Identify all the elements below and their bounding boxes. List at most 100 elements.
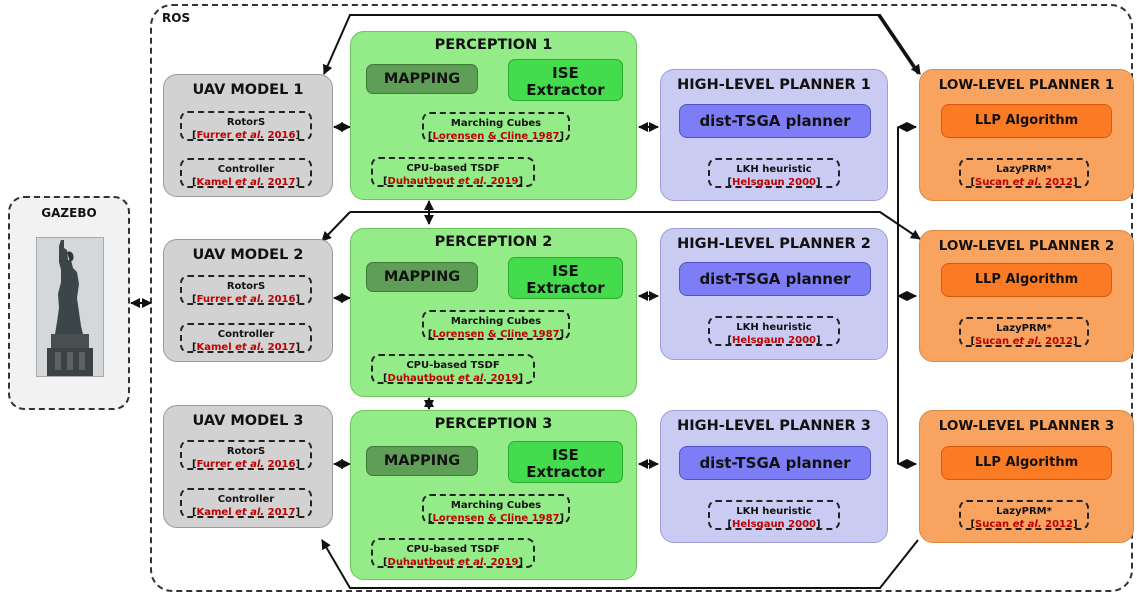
- controller-ref-year: 2017: [264, 177, 296, 188]
- lazyprm-ref-etal: et al.: [1012, 519, 1042, 530]
- tsdf-ref-etal: et al.: [458, 373, 488, 384]
- feedback-arrow-3-to-uav: [321, 539, 919, 589]
- tsdf-ref-year: 2019: [487, 557, 519, 568]
- rotors-label: RotorS: [226, 117, 266, 128]
- rotors-ref-author: Furrer: [196, 294, 236, 305]
- tsdf-ref-etal: et al.: [458, 557, 488, 568]
- marching-cubes-box: Marching Cubes [Lorensen & Cline 1987]: [422, 310, 570, 340]
- lkh-ref: Helsgaun 2000: [732, 335, 816, 346]
- ros-label: ROS: [162, 11, 191, 25]
- dist-tsga-planner-box: dist-TSGA planner: [679, 104, 871, 138]
- controller-ref-year: 2017: [264, 507, 296, 518]
- controller-ref-etal: et al.: [235, 342, 265, 353]
- lazyprm-ref-year: 2012: [1041, 336, 1073, 347]
- uav-model-title: UAV MODEL 2: [192, 247, 304, 263]
- rotors-ref-etal: et al.: [235, 294, 265, 305]
- controller-ref-etal: et al.: [235, 177, 265, 188]
- marching-cubes-label: Marching Cubes: [450, 500, 542, 511]
- lazyprm-ref-etal: et al.: [1012, 336, 1042, 347]
- controller-label: Controller: [217, 164, 275, 175]
- lazyprm-box: LazyPRM* [Sucan et al. 2012]: [959, 500, 1089, 530]
- controller-box: Controller [Kamel et al. 2017]: [180, 488, 312, 518]
- controller-box: Controller [Kamel et al. 2017]: [180, 323, 312, 353]
- rotors-ref-year: 2016: [264, 459, 296, 470]
- marching-cubes-ref: Lorensen & Cline 1987: [432, 329, 560, 340]
- tsdf-ref-author: Duhautbout: [387, 557, 459, 568]
- tsdf-ref-etal: et al.: [458, 176, 488, 187]
- rotors-ref-author: Furrer: [196, 459, 236, 470]
- tsdf-ref-year: 2019: [487, 176, 519, 187]
- hlp-title: HIGH-LEVEL PLANNER 3: [677, 418, 871, 434]
- lkh-heuristic-label: LKH heuristic: [736, 164, 812, 175]
- extractor-label: Extractor: [526, 463, 605, 481]
- controller-label: Controller: [217, 329, 275, 340]
- lazyprm-label: LazyPRM*: [996, 323, 1052, 334]
- feedback-arrow-2-to-uav: [321, 211, 351, 242]
- perception-2: PERCEPTION 2: [350, 228, 637, 397]
- uav-model-title: UAV MODEL 1: [192, 82, 304, 98]
- tsdf-ref-author: Duhautbout: [387, 176, 459, 187]
- llp-title: LOW-LEVEL PLANNER 3: [938, 418, 1115, 434]
- lkh-ref: Helsgaun 2000: [732, 177, 816, 188]
- ise-label: ISE: [552, 262, 579, 280]
- marching-cubes-box: Marching Cubes [Lorensen & Cline 1987]: [422, 112, 570, 142]
- lazyprm-box: LazyPRM* [Sucan et al. 2012]: [959, 317, 1089, 347]
- mapping-box: MAPPING: [366, 446, 478, 476]
- tsdf-box: CPU-based TSDF [Duhautbout et al. 2019]: [371, 538, 535, 568]
- lkh-heuristic-box: LKH heuristic [Helsgaun 2000]: [708, 316, 840, 346]
- lkh-heuristic-box: LKH heuristic [Helsgaun 2000]: [708, 500, 840, 530]
- lkh-heuristic-label: LKH heuristic: [736, 322, 812, 333]
- tsdf-box: CPU-based TSDF [Duhautbout et al. 2019]: [371, 157, 535, 187]
- marching-cubes-ref: Lorensen & Cline 1987: [432, 131, 560, 142]
- controller-ref-author: Kamel: [196, 177, 236, 188]
- extractor-label: Extractor: [526, 81, 605, 99]
- lkh-heuristic-box: LKH heuristic [Helsgaun 2000]: [708, 158, 840, 188]
- marching-cubes-ref: Lorensen & Cline 1987: [432, 513, 560, 524]
- ise-extractor-box: ISE Extractor: [508, 59, 623, 101]
- hlp-title: HIGH-LEVEL PLANNER 2: [677, 236, 871, 252]
- controller-ref-etal: et al.: [235, 507, 265, 518]
- lazyprm-ref-author: Sucan: [975, 177, 1013, 188]
- tsdf-label: CPU-based TSDF: [406, 544, 500, 555]
- rotors-label: RotorS: [226, 281, 266, 292]
- ise-extractor-box: ISE Extractor: [508, 257, 623, 299]
- lazyprm-label: LazyPRM*: [996, 506, 1052, 517]
- rotors-box: RotorS [Furrer et al. 2016]: [180, 111, 312, 141]
- dist-tsga-planner-box: dist-TSGA planner: [679, 446, 871, 480]
- lazyprm-ref-year: 2012: [1041, 177, 1073, 188]
- ise-extractor-box: ISE Extractor: [508, 441, 623, 483]
- tsdf-ref-author: Duhautbout: [387, 373, 459, 384]
- dist-tsga-planner-box: dist-TSGA planner: [679, 262, 871, 296]
- llp-algorithm-box: LLP Algorithm: [941, 446, 1112, 480]
- tsdf-ref-year: 2019: [487, 373, 519, 384]
- lkh-heuristic-label: LKH heuristic: [736, 506, 812, 517]
- rotors-ref-etal: et al.: [235, 130, 265, 141]
- tsdf-label: CPU-based TSDF: [406, 163, 500, 174]
- lkh-ref: Helsgaun 2000: [732, 519, 816, 530]
- lazyprm-ref-year: 2012: [1041, 519, 1073, 530]
- marching-cubes-box: Marching Cubes [Lorensen & Cline 1987]: [422, 494, 570, 524]
- lazyprm-ref-author: Sucan: [975, 336, 1013, 347]
- extractor-label: Extractor: [526, 279, 605, 297]
- rotors-ref-year: 2016: [264, 294, 296, 305]
- lazyprm-box: LazyPRM* [Sucan et al. 2012]: [959, 158, 1089, 188]
- controller-ref-year: 2017: [264, 342, 296, 353]
- mapping-box: MAPPING: [366, 64, 478, 94]
- tsdf-box: CPU-based TSDF [Duhautbout et al. 2019]: [371, 354, 535, 384]
- llp-algorithm-box: LLP Algorithm: [941, 263, 1112, 297]
- statue-of-liberty-image: [36, 237, 104, 377]
- perception-title: PERCEPTION 1: [434, 37, 553, 53]
- ise-label: ISE: [552, 446, 579, 464]
- rotors-ref-year: 2016: [264, 130, 296, 141]
- controller-box: Controller [Kamel et al. 2017]: [180, 158, 312, 188]
- controller-ref-author: Kamel: [196, 342, 236, 353]
- perception-title: PERCEPTION 3: [434, 416, 553, 432]
- hlp-title: HIGH-LEVEL PLANNER 1: [677, 77, 871, 93]
- llp-algorithm-box: LLP Algorithm: [941, 104, 1112, 138]
- controller-label: Controller: [217, 494, 275, 505]
- llp-title: LOW-LEVEL PLANNER 2: [938, 238, 1115, 254]
- gazebo-label: GAZEBO: [41, 206, 97, 220]
- lazyprm-ref-author: Sucan: [975, 519, 1013, 530]
- rotors-ref-author: Furrer: [196, 130, 236, 141]
- tsdf-label: CPU-based TSDF: [406, 360, 500, 371]
